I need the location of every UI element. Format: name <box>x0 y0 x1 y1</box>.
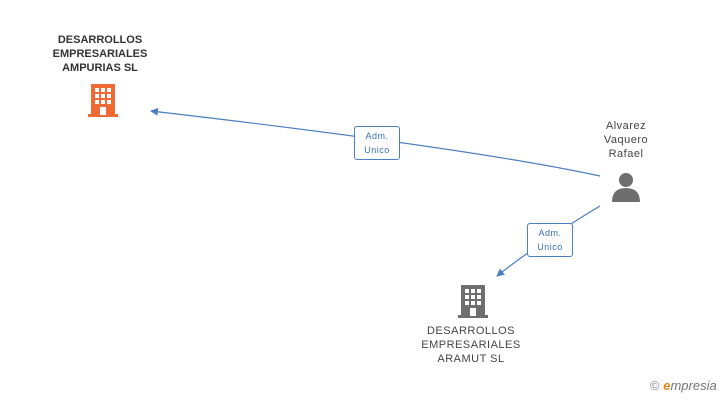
company-name-ampurias[interactable]: DESARROLLOS EMPRESARIALES AMPURIAS SL <box>52 34 148 74</box>
company-name-aramut[interactable]: DESARROLLOS EMPRESARIALES ARAMUT SL <box>421 325 521 365</box>
person-icon[interactable] <box>612 173 640 202</box>
building-icon[interactable] <box>458 285 488 318</box>
edge-person-to-ampurias <box>150 107 601 177</box>
building-icon[interactable] <box>88 84 118 117</box>
brand-initial: e <box>663 378 671 393</box>
edge-label-admin: Adm. Unico <box>527 223 573 257</box>
edge-label-line2: Unico <box>364 145 390 155</box>
person-name[interactable]: Alvarez Vaquero Rafael <box>603 120 649 160</box>
brand-logo[interactable]: © empresia <box>650 378 717 393</box>
copyright-icon: © <box>650 378 660 393</box>
edge-label-line1: Adm. <box>365 131 389 141</box>
brand-name: mpresia <box>670 378 717 393</box>
edge-label-line1: Adm. <box>538 228 562 238</box>
edge-label-admin: Adm. Unico <box>354 126 400 160</box>
edge-label-line2: Unico <box>537 242 563 252</box>
